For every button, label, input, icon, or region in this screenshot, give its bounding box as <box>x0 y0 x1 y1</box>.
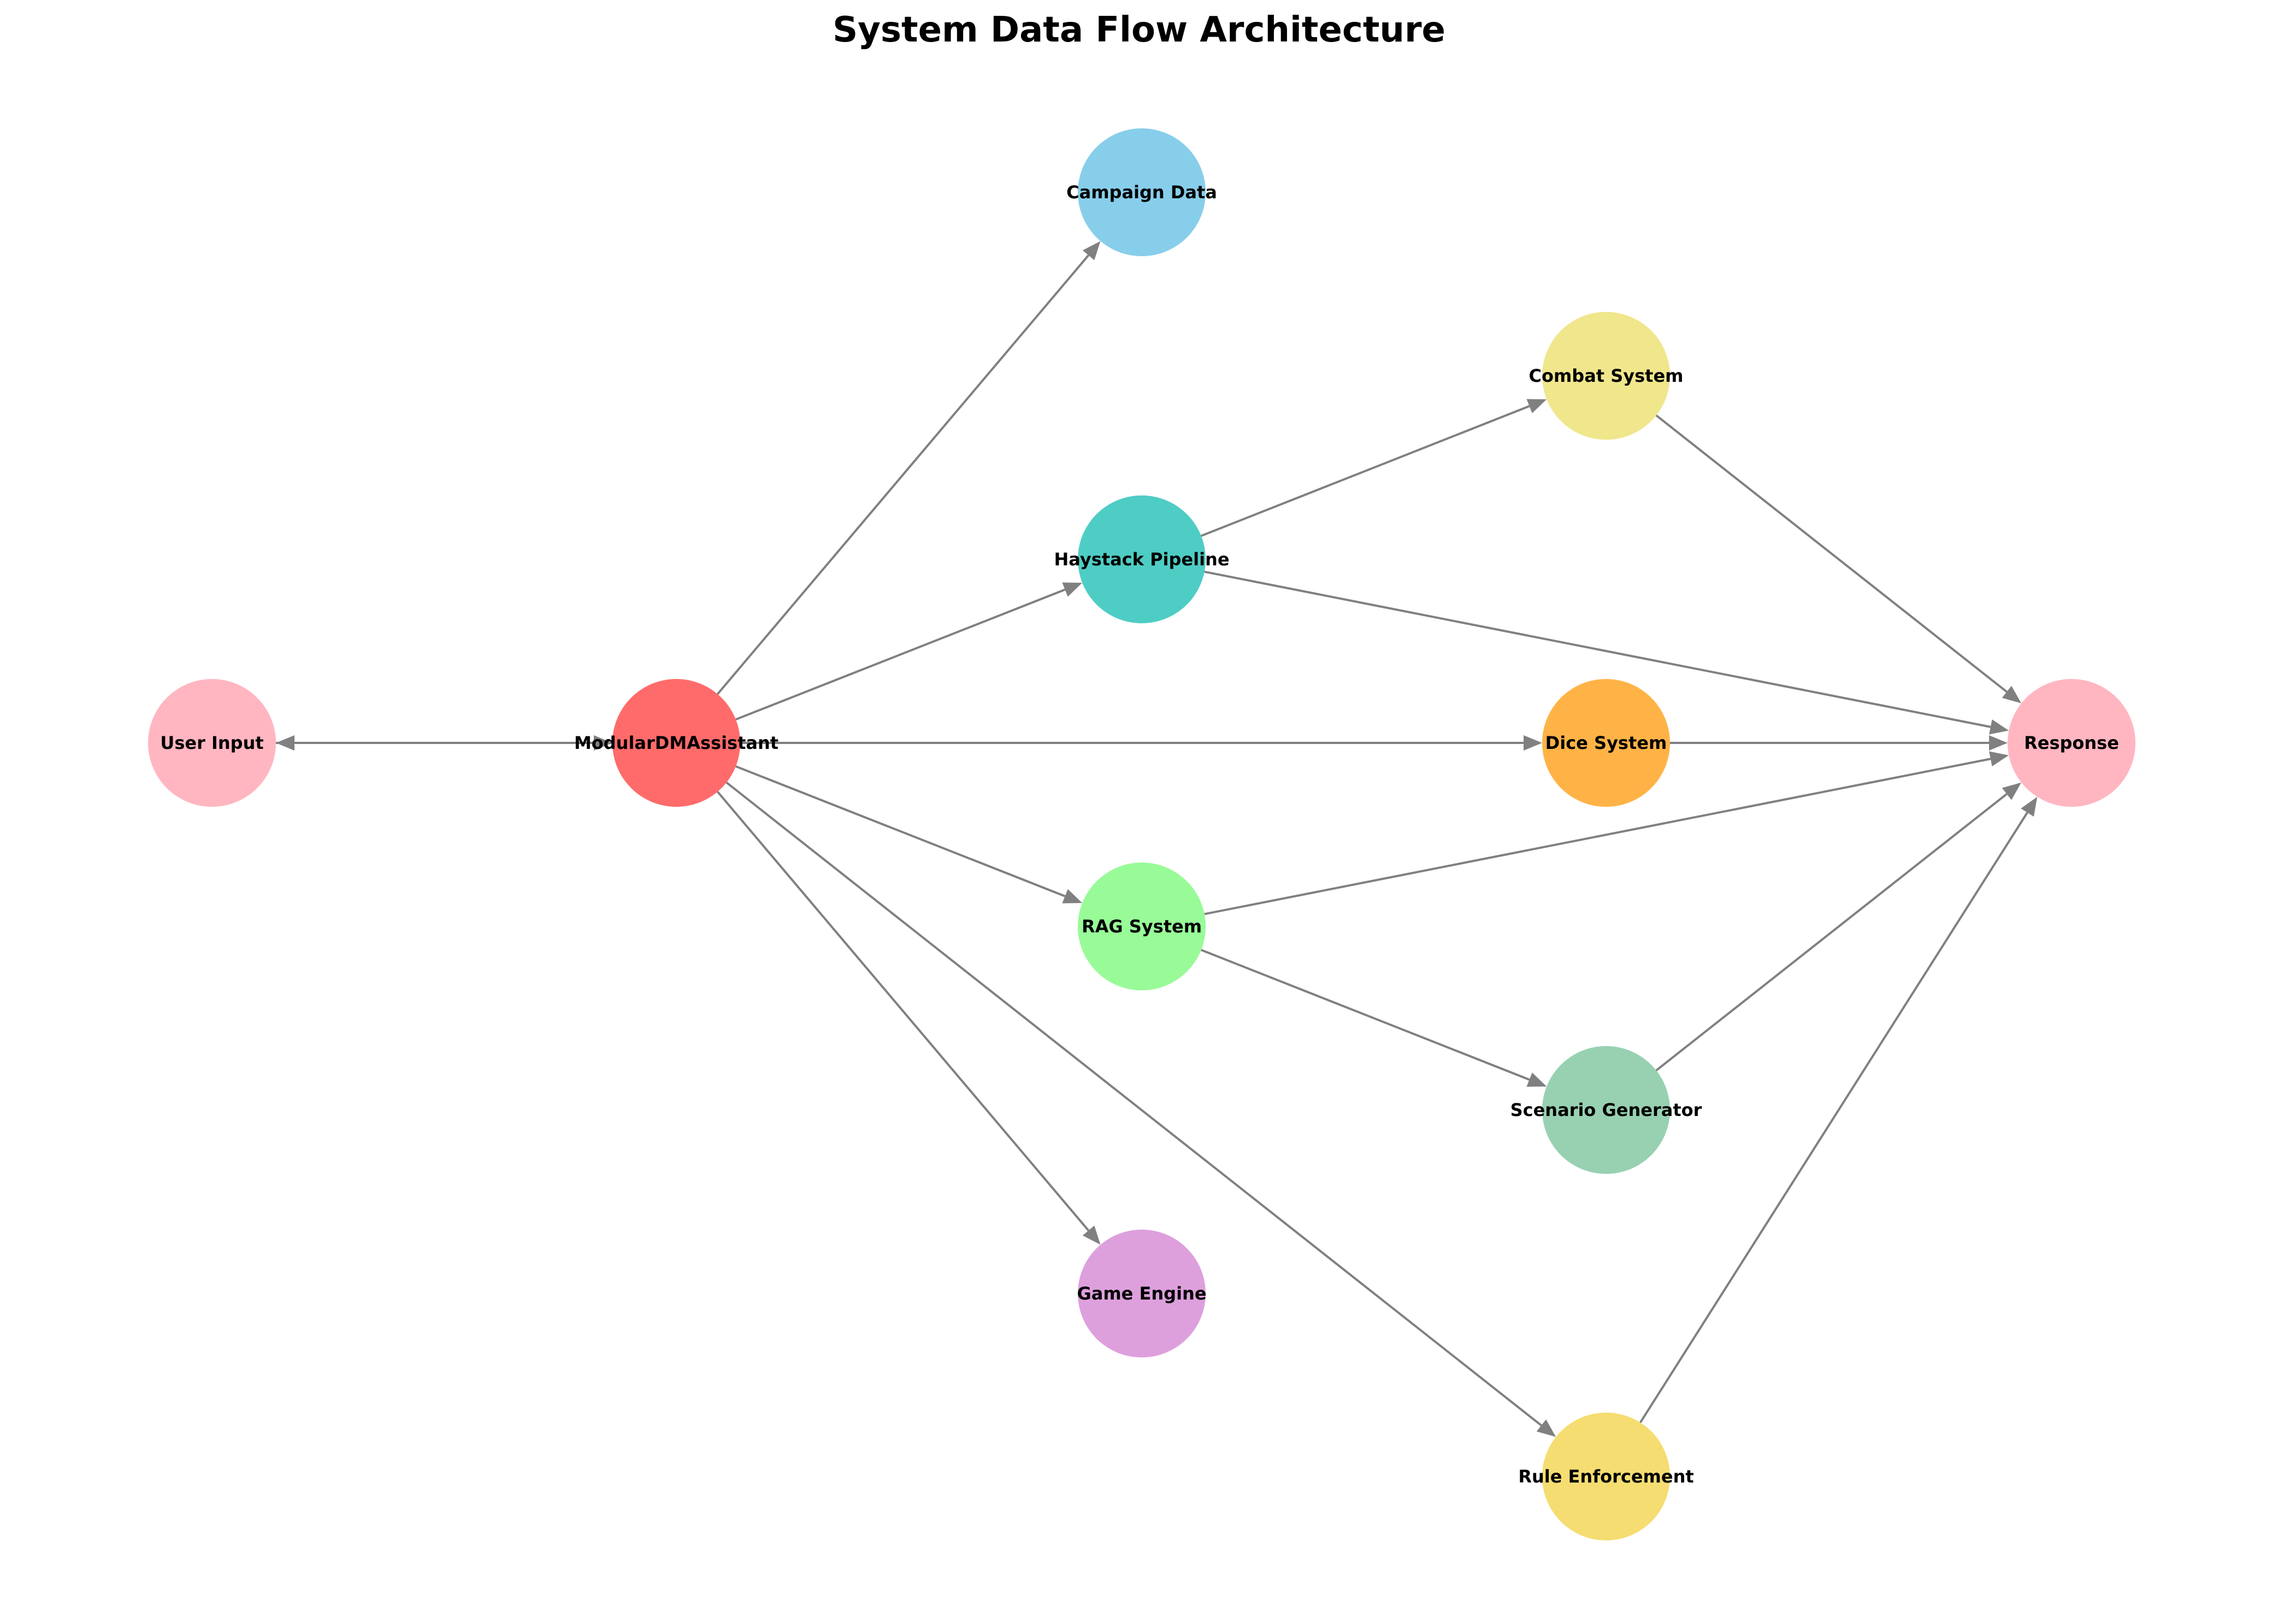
node-label: Dice System <box>1545 733 1667 753</box>
arrowhead-icon <box>1526 1072 1547 1087</box>
node-label: Rule Enforcement <box>1518 1466 1693 1487</box>
node-response: Response <box>2008 679 2135 807</box>
edge-haystack-to-combat <box>1201 399 1547 537</box>
arrowhead-icon <box>1524 735 1542 751</box>
node-circle <box>1542 1413 1670 1540</box>
node-circle <box>1078 1230 1206 1357</box>
arrowhead-icon <box>1082 241 1101 261</box>
arrowhead-icon <box>2002 782 2022 800</box>
arrowhead-icon <box>2002 686 2022 704</box>
arrowhead-icon <box>276 735 294 751</box>
edge-line <box>735 588 1066 721</box>
arrowhead-icon <box>1989 719 2009 735</box>
edge-modular_dm-to-rag <box>735 765 1083 903</box>
nodes-layer: User Input ModularDMAssistant Campaign Dat… <box>148 128 2135 1540</box>
edge-line <box>717 791 1090 1231</box>
node-label: Response <box>2024 733 2119 753</box>
edge-line <box>725 781 1542 1427</box>
node-circle <box>612 679 740 807</box>
edge-modular_dm-to-game_engine <box>717 791 1101 1245</box>
node-circle <box>1542 1046 1670 1174</box>
node-rules: Rule Enforcement <box>1518 1413 1694 1540</box>
node-modular-dm: ModularDMAssistant <box>574 679 778 807</box>
node-label: RAG System <box>1082 916 1202 937</box>
node-circle <box>1078 863 1206 990</box>
edge-line <box>1204 570 1991 728</box>
node-circle <box>2008 679 2135 807</box>
edge-line <box>1201 949 1530 1081</box>
node-label: Scenario Generator <box>1510 1100 1702 1120</box>
node-scenario: Scenario Generator <box>1510 1046 1702 1174</box>
edge-modular_dm-to-haystack <box>735 582 1083 721</box>
edge-scenario-to-response <box>1655 782 2022 1072</box>
edge-rag-to-scenario <box>1201 949 1547 1087</box>
edge-line <box>1201 405 1530 537</box>
edge-rules-to-response <box>1639 796 2038 1424</box>
node-rag: RAG System <box>1078 863 1206 990</box>
arrowhead-icon <box>1062 582 1083 597</box>
arrowhead-icon <box>1526 399 1547 414</box>
edge-modular_dm-to-user_input <box>276 735 612 751</box>
node-label: Haystack Pipeline <box>1054 549 1229 570</box>
arrowhead-icon <box>1082 1225 1101 1245</box>
node-user-input: User Input <box>148 679 276 807</box>
edge-haystack-to-response <box>1204 570 2009 735</box>
edge-line <box>735 765 1066 897</box>
edge-dice-to-response <box>1670 735 2008 751</box>
edge-line <box>1204 758 1991 916</box>
node-label: Campaign Data <box>1066 182 1217 203</box>
edge-modular_dm-to-dice <box>740 735 1542 751</box>
node-circle <box>1078 128 1206 256</box>
edge-line <box>1639 812 2028 1424</box>
node-circle <box>1078 495 1206 623</box>
node-combat: Combat System <box>1528 312 1684 440</box>
node-haystack: Haystack Pipeline <box>1054 495 1230 623</box>
node-game-engine: Game Engine <box>1077 1230 1207 1357</box>
node-label: Combat System <box>1528 365 1683 386</box>
edge-modular_dm-to-rules <box>725 781 1556 1437</box>
node-label: Game Engine <box>1077 1283 1206 1304</box>
node-campaign-data: Campaign Data <box>1066 128 1217 256</box>
edge-combat-to-response <box>1655 414 2022 704</box>
node-label: User Input <box>160 733 263 753</box>
arrowhead-icon <box>1536 1419 1556 1437</box>
edge-line <box>717 255 1090 695</box>
arrowhead-icon <box>1062 889 1083 903</box>
node-circle <box>148 679 276 807</box>
node-dice: Dice System <box>1542 679 1670 807</box>
edge-line <box>1655 414 2008 693</box>
node-circle <box>1542 312 1670 440</box>
edges-layer <box>276 241 2038 1437</box>
node-circle <box>1542 679 1670 807</box>
arrowhead-icon <box>1989 751 2009 766</box>
arrowhead-icon <box>2021 796 2038 817</box>
diagram-title: System Data Flow Architecture <box>833 10 1445 50</box>
edge-modular_dm-to-campaign_data <box>717 241 1101 695</box>
arrowhead-icon <box>1989 735 2008 751</box>
edge-rag-to-response <box>1204 751 2009 916</box>
edge-line <box>1655 793 2008 1072</box>
node-label: ModularDMAssistant <box>574 733 778 753</box>
